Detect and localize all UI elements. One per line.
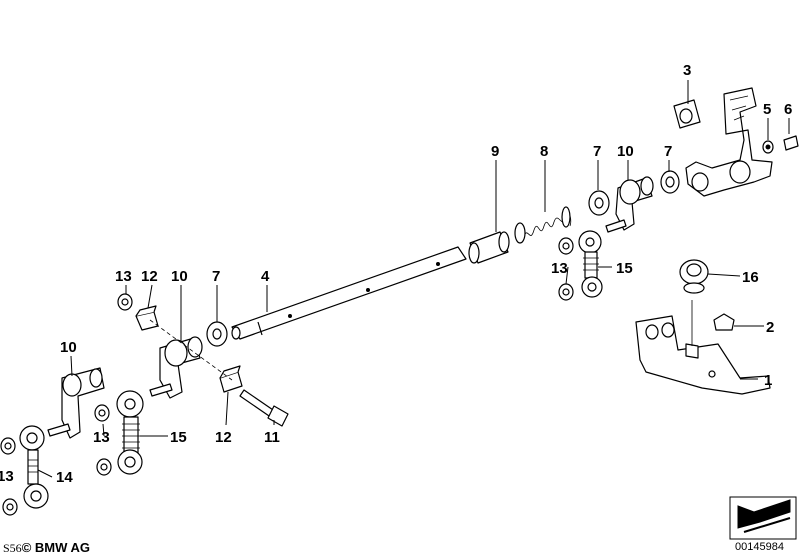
shift-bracket	[685, 87, 773, 197]
washer-part-left	[206, 321, 228, 347]
nut-part-6	[558, 237, 574, 255]
washer-part-right	[660, 170, 680, 194]
diagram-number: 00145984	[735, 541, 784, 553]
footer-code: S56	[3, 541, 22, 555]
clip-part-3	[673, 99, 701, 129]
selector-lever-center	[149, 336, 203, 399]
callout-13-right: 13	[551, 260, 568, 277]
selector-lever-left	[47, 367, 105, 439]
nut-part-5	[2, 498, 18, 516]
callout-15-right: 15	[616, 260, 633, 277]
footer-copyright: S56© BMW AG	[3, 540, 90, 556]
callout-10-center: 10	[171, 268, 188, 285]
callout-labels: 1 2 3 4 5 6 7 7 7 8 9 10 10 10 11 12 12 …	[0, 62, 792, 486]
screw-part-6	[783, 135, 799, 151]
callout-14: 14	[56, 469, 73, 486]
joint-linkage-center	[116, 390, 144, 475]
footer-copyright-text: © BMW AG	[21, 540, 90, 555]
callout-3: 3	[683, 62, 691, 79]
cap-nut-part	[713, 313, 735, 331]
washer-part-mid	[588, 190, 610, 216]
callout-16: 16	[742, 269, 759, 286]
nut-part-4	[0, 437, 16, 455]
nut-part-1	[117, 293, 133, 311]
grommet-part	[679, 259, 709, 294]
callout-13-left-edge: 13	[0, 468, 14, 485]
callout-7-left: 7	[212, 268, 220, 285]
nut-part-2	[94, 404, 110, 422]
bolt-part	[239, 389, 289, 427]
washer-part-5	[762, 140, 774, 154]
leader-lines	[37, 80, 790, 478]
mounting-bracket	[635, 300, 771, 395]
callout-13-lower-center: 13	[93, 429, 110, 446]
callout-7-mid: 7	[593, 143, 601, 160]
clip-part-upper	[135, 305, 159, 331]
nut-part-3	[96, 458, 112, 476]
spring-part	[514, 206, 572, 244]
callout-15-center: 15	[170, 429, 187, 446]
selector-lever-right	[605, 176, 654, 233]
callout-11: 11	[264, 429, 280, 446]
callout-7-right: 7	[664, 143, 672, 160]
callout-4: 4	[261, 268, 270, 285]
callout-10-right: 10	[617, 143, 634, 160]
callout-10-left: 10	[60, 339, 77, 356]
callout-5: 5	[763, 101, 771, 118]
callout-12-lower: 12	[215, 429, 232, 446]
shift-rod-part	[231, 246, 467, 340]
callout-8: 8	[540, 143, 548, 160]
callout-12-upper: 12	[141, 268, 158, 285]
sleeve-part	[468, 231, 510, 264]
orientation-icon	[729, 496, 797, 540]
callout-13-upper-left: 13	[115, 268, 132, 285]
callout-9: 9	[491, 143, 499, 160]
joint-linkage-right	[578, 230, 603, 298]
callout-1: 1	[764, 372, 772, 389]
nut-part-7	[558, 283, 574, 301]
callout-2: 2	[766, 319, 774, 336]
joint-linkage-left	[19, 425, 49, 509]
callout-6: 6	[784, 101, 792, 118]
